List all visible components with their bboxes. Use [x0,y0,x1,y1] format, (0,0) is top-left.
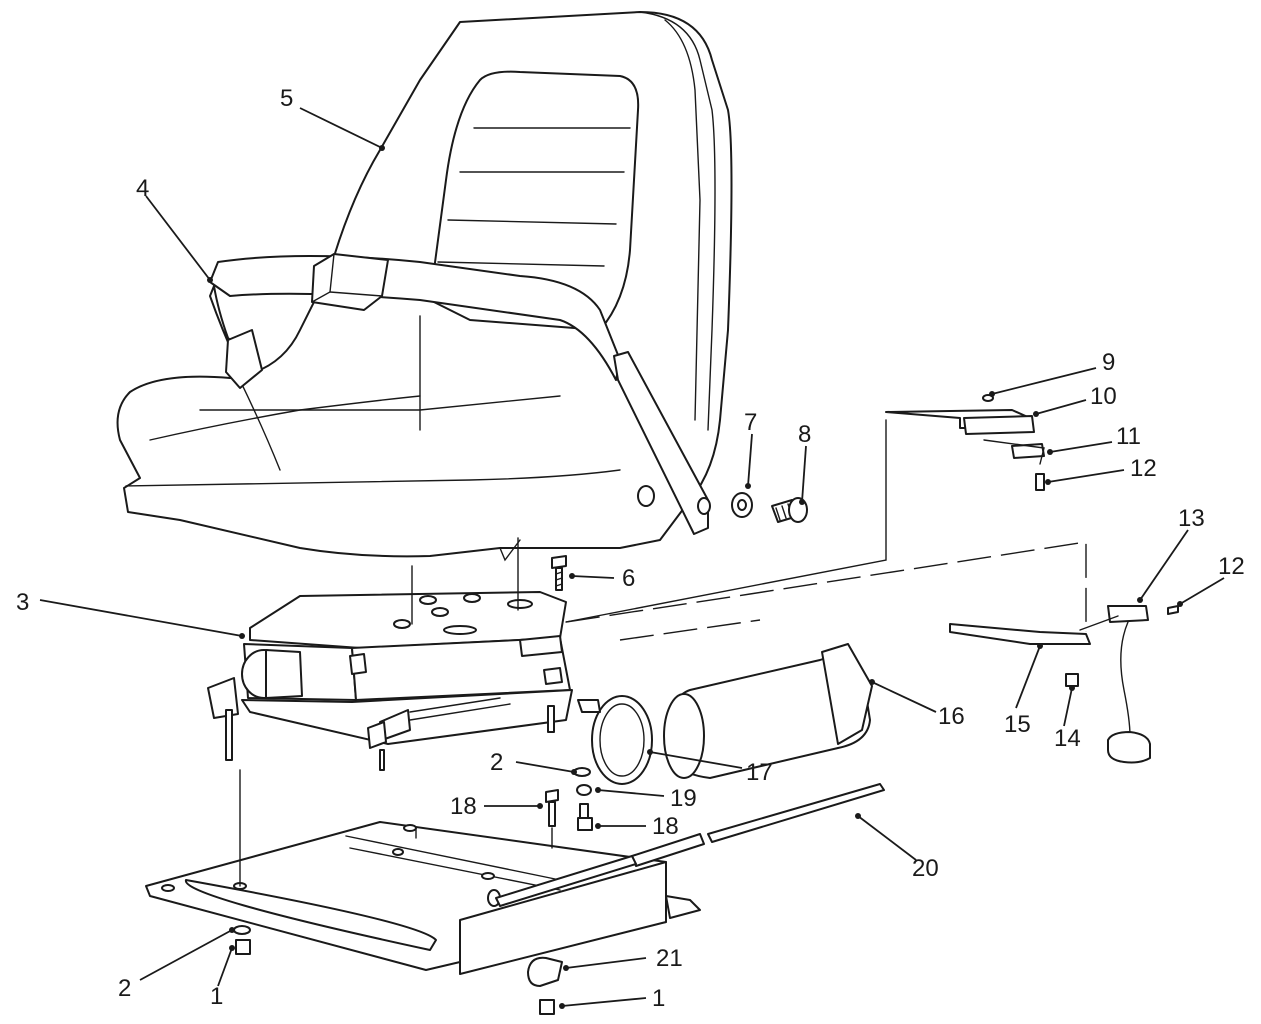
seat-belt [209,253,711,535]
callout-leaders [39,107,1225,1009]
hose-clamp [577,695,653,785]
latch-bracket [885,394,1045,491]
seat-suspension-slide-base [207,591,573,771]
callout-2-upper: 2 [490,749,503,776]
callout-6: 6 [622,565,635,592]
seat-mounting-plate [145,821,701,975]
callout-16: 16 [938,703,965,730]
shock-cylinder [663,643,873,779]
fasteners-left [233,925,251,955]
clip-and-nut [527,956,563,1015]
callout-8: 8 [798,421,811,448]
fasteners-right [545,767,593,831]
callout-14: 14 [1054,725,1081,752]
callout-7: 7 [744,409,757,436]
callout-5: 5 [280,85,293,112]
callout-4: 4 [136,175,149,202]
callout-13: 13 [1178,505,1205,532]
callout-10: 10 [1090,383,1117,410]
latch-lever-and-cable [949,605,1179,764]
mounting-bolt-6 [551,555,567,591]
adjustment-rod [495,783,885,907]
callout-2-lower: 2 [118,975,131,1002]
assembly-lines [239,419,1119,887]
callout-3: 3 [16,589,29,616]
callout-20: 20 [912,855,939,882]
washer-and-shoulder-bolt [731,492,808,523]
callout-1-left: 1 [210,983,223,1010]
callout-9: 9 [1102,349,1115,376]
callout-15: 15 [1004,711,1031,738]
callout-1-right: 1 [652,985,665,1012]
callout-12-lower: 12 [1218,553,1245,580]
callout-18-left: 18 [450,793,477,820]
callout-17: 17 [746,759,773,786]
callout-21: 21 [656,945,683,972]
callout-18-right: 18 [652,813,679,840]
callout-19: 19 [670,785,697,812]
callout-12-upper: 12 [1130,455,1157,482]
callout-labels: 5 4 3 6 7 8 9 10 11 12 13 12 15 14 16 17… [16,85,1245,1012]
callout-11: 11 [1116,423,1141,450]
